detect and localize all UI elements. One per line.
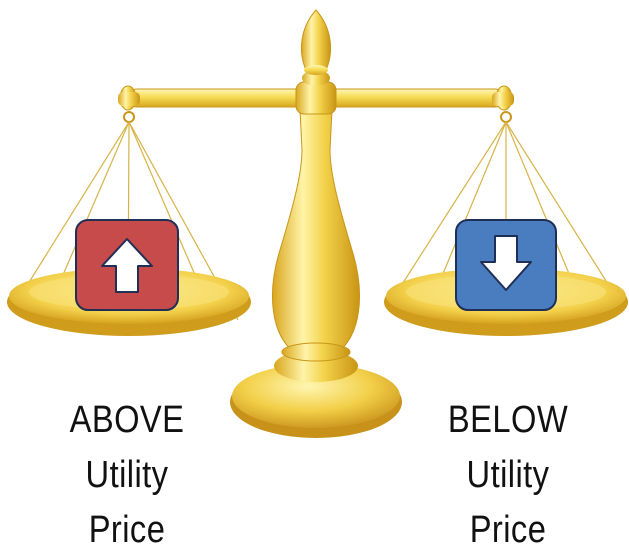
scale-finial [296,10,336,114]
scale-stem [272,110,359,361]
above-utility-price-label: ABOVE Utility Price [41,393,213,558]
left-label-line3: Price [41,503,213,558]
right-label-line3: Price [422,503,594,558]
right-label-line2: Utility [422,448,594,503]
below-utility-price-label: BELOW Utility Price [422,393,594,558]
arrow-down-icon [456,220,556,310]
scale-base [230,350,402,438]
left-label-line2: Utility [41,448,213,503]
arrow-up-icon [76,220,178,310]
left-label-line1: ABOVE [41,393,213,448]
right-label-line1: BELOW [422,393,594,448]
